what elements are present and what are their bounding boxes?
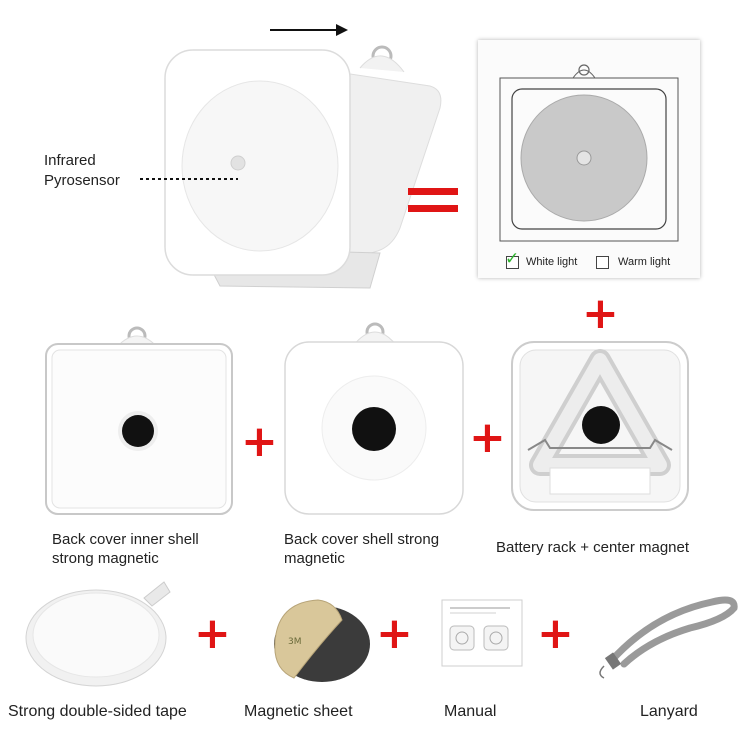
white-light-checkbox[interactable]: ✓	[505, 249, 519, 269]
part-label-line1: Back cover shell strong	[284, 531, 440, 548]
svg-text:3M: 3M	[288, 637, 302, 647]
part-label-line1: Back cover inner shell	[52, 531, 199, 548]
magnet-dot	[582, 406, 620, 444]
accessory-label: Strong double-sided tape	[8, 703, 187, 720]
magnet-dot	[122, 415, 154, 447]
plus-icon: +	[376, 608, 413, 659]
main-light-image	[160, 38, 450, 303]
direction-arrow-icon	[270, 20, 350, 45]
sensor-label-line1: Infrared	[44, 152, 96, 169]
magnet-dot	[352, 407, 396, 451]
sensor-pointer-line	[140, 170, 240, 188]
plus-icon: +	[537, 608, 574, 659]
plus-icon: +	[241, 416, 278, 467]
warm-light-option-label: Warm light	[618, 256, 671, 268]
checkmark-icon: ✓	[505, 249, 520, 269]
plus-icon: +	[582, 288, 619, 339]
battery-rack-image	[510, 340, 690, 512]
magnetic-sheet-image: 3M	[262, 590, 372, 691]
accessory-label: Manual	[444, 703, 497, 720]
accessory-label: Lanyard	[640, 703, 698, 720]
accessory-label: Magnetic sheet	[244, 703, 353, 720]
back-cover-shell-image	[283, 318, 465, 518]
part-label-line2: magnetic	[284, 550, 345, 567]
package-box: ✓ White light Warm light	[478, 40, 700, 278]
sensor-label-line2: Pyrosensor	[44, 172, 120, 189]
double-sided-tape-image	[24, 580, 176, 697]
back-cover-inner-shell-image	[44, 322, 234, 522]
equals-icon	[408, 188, 458, 222]
warm-light-checkbox[interactable]	[596, 256, 609, 269]
part-label-line2: strong magnetic	[52, 550, 159, 567]
manual-image	[440, 596, 526, 675]
plus-icon: +	[469, 412, 506, 463]
plus-icon: +	[194, 608, 231, 659]
lanyard-image	[594, 584, 744, 685]
white-light-option-label: White light	[526, 256, 578, 268]
part-label-line1: Battery rack + center magnet	[496, 539, 690, 556]
